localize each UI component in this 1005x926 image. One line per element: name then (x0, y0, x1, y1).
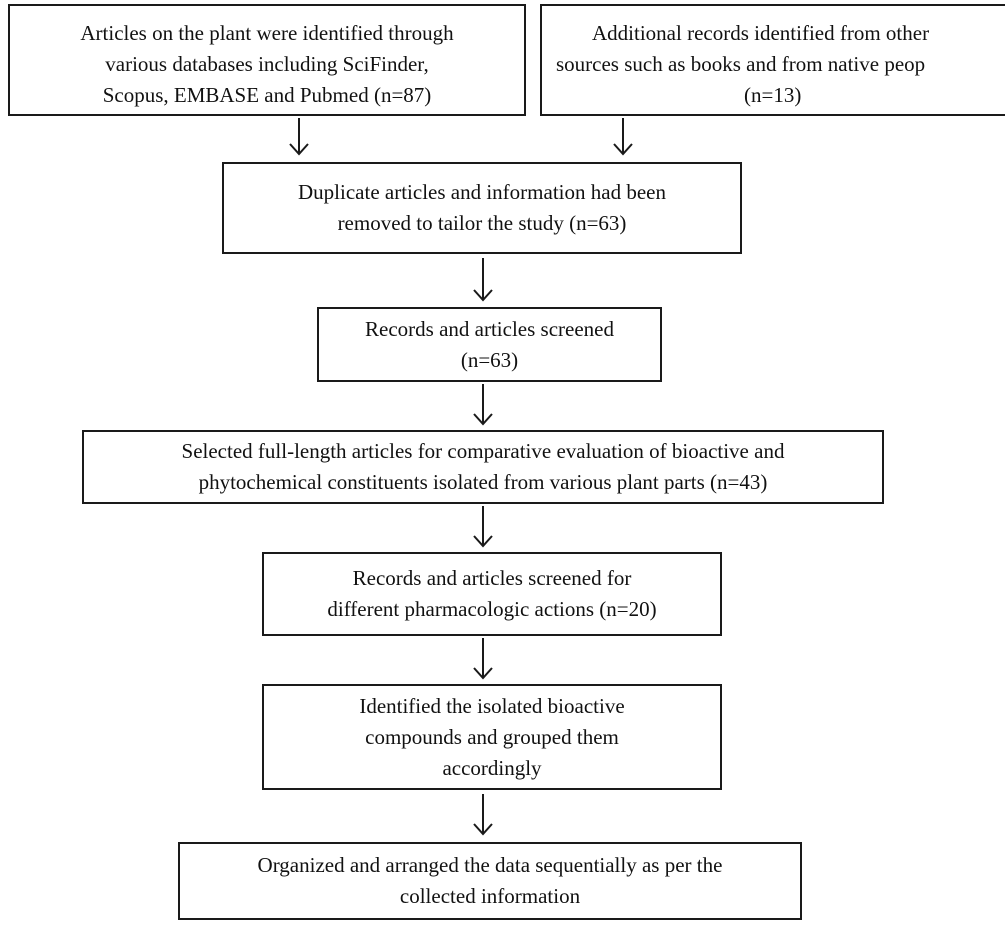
flow-box-grouped: Identified the isolated bioactive compou… (262, 684, 722, 790)
flow-box-full-length-line-1: Selected full-length articles for compar… (181, 439, 785, 463)
flow-box-additional-line-3: (n=13) (744, 83, 802, 107)
flow-box-identified: Articles on the plant were identified th… (8, 4, 526, 116)
flow-box-duplicates-line-2: removed to tailor the study (n=63) (337, 211, 627, 235)
flow-box-screened-line-1: Records and articles screened (365, 316, 614, 341)
flow-box-duplicates-line-1: Duplicate articles and information had b… (298, 180, 666, 204)
arrow-additional-to-duplicates (612, 118, 634, 156)
flow-box-full-length-line-2: phytochemical constituents isolated from… (198, 470, 768, 494)
flow-box-grouped-line-1: Identified the isolated bioactive (359, 693, 625, 718)
flow-box-organized: Organized and arranged the data sequenti… (178, 842, 802, 920)
flow-box-organized-line-1: Organized and arranged the data sequenti… (257, 853, 723, 877)
flow-box-screened-line-2: (n=63) (460, 347, 519, 372)
arrow-grouped-to-organized (472, 794, 494, 836)
flow-box-full-length: Selected full-length articles for compar… (82, 430, 884, 504)
arrow-full-length-to-pharmacologic (472, 506, 494, 548)
flow-box-organized-line-2: collected information (399, 884, 581, 908)
flow-box-additional: Additional records identified from other… (540, 4, 1005, 116)
flow-box-identified-line-1: Articles on the plant were identified th… (80, 21, 454, 45)
arrow-identified-to-duplicates (288, 118, 310, 156)
flow-box-duplicates: Duplicate articles and information had b… (222, 162, 742, 254)
flow-box-identified-line-3: Scopus, EMBASE and Pubmed (n=87) (102, 83, 432, 107)
flow-box-grouped-line-2: compounds and grouped them (365, 724, 619, 749)
flow-box-pharmacologic: Records and articles screened for differ… (262, 552, 722, 636)
arrow-duplicates-to-screened (472, 258, 494, 302)
flow-box-pharmacologic-line-1: Records and articles screened for (352, 566, 632, 590)
flow-box-identified-line-2: various databases including SciFinder, (105, 52, 429, 76)
flow-box-pharmacologic-line-2: different pharmacologic actions (n=20) (327, 597, 657, 621)
flow-box-screened: Records and articles screened (n=63) (317, 307, 662, 382)
flow-box-additional-line-2: sources such as books and from native pe… (556, 52, 926, 76)
arrow-screened-to-full-length (472, 384, 494, 426)
flow-box-additional-line-1: Additional records identified from other (592, 21, 930, 45)
flow-box-grouped-line-3: accordingly (442, 755, 542, 780)
arrow-pharmacologic-to-grouped (472, 638, 494, 680)
